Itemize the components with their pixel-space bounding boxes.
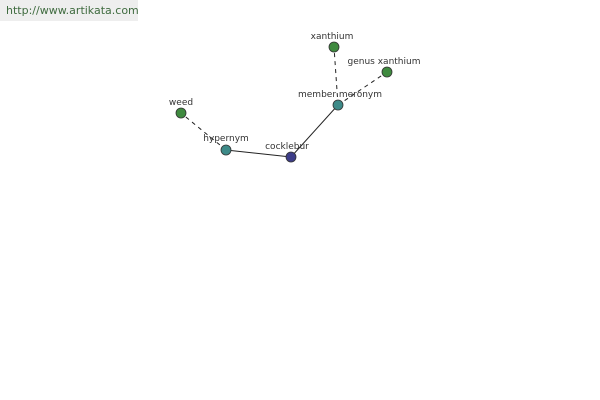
node-label-cocklebur[interactable]: cocklebur: [265, 142, 309, 152]
edge-hypernym-weed: [180, 112, 227, 151]
edge-member-meronym-xanthium: [333, 46, 339, 106]
edge-cocklebur-hypernym: [225, 149, 292, 158]
node-label-member-meronym[interactable]: member meronym: [298, 90, 382, 100]
node-label-weed[interactable]: weed: [169, 98, 193, 108]
node-label-genus-xanthium[interactable]: genus xanthium: [348, 57, 421, 67]
node-genus-xanthium[interactable]: [381, 66, 393, 78]
node-xanthium[interactable]: [328, 41, 340, 53]
graph-edges: [180, 46, 388, 158]
node-member-meronym[interactable]: [332, 99, 344, 111]
node-cocklebur[interactable]: [285, 151, 297, 163]
node-label-xanthium[interactable]: xanthium: [311, 32, 354, 42]
graph-nodes: cocklebur hypernym member meronym weed xanth…: [169, 32, 421, 163]
node-weed[interactable]: [175, 107, 187, 119]
node-hypernym[interactable]: [220, 144, 232, 156]
edge-cocklebur-member-meronym: [290, 104, 339, 158]
edge-member-meronym-genus-xanthium: [337, 71, 388, 106]
site-link[interactable]: http://www.artikata.com: [0, 0, 139, 21]
node-label-hypernym[interactable]: hypernym: [203, 134, 249, 144]
